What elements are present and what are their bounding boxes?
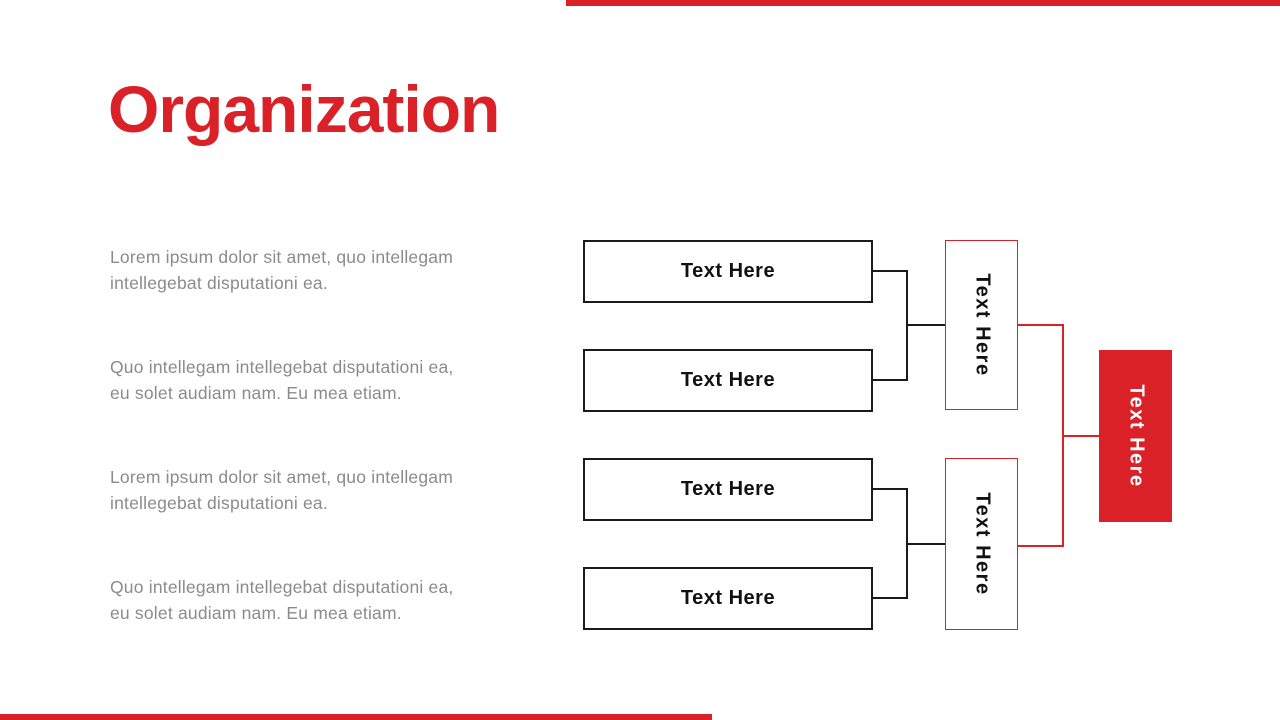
connector-bracket1-mid (906, 324, 945, 326)
org-node-level1-2: Text Here (583, 349, 873, 412)
org-node-level1-3: Text Here (583, 458, 873, 521)
body-paragraph-1: Lorem ipsum dolor sit amet, quo intelleg… (110, 244, 570, 296)
connector-root-stub (1062, 435, 1099, 437)
connector-level2a-stub (1018, 324, 1064, 326)
paragraph-line: Lorem ipsum dolor sit amet, quo intelleg… (110, 467, 454, 487)
body-paragraph-4: Quo intellegam intellegebat disputationi… (110, 574, 570, 626)
org-node-label: Text Here (680, 587, 776, 609)
paragraph-line: Quo intellegam intellegebat disputationi… (110, 357, 454, 377)
org-node-label: Text Here (971, 492, 993, 596)
org-node-label: Text Here (971, 273, 993, 377)
paragraph-line: eu solet audiam nam. Eu mea etiam. (110, 603, 402, 623)
connector-box1-stub (873, 270, 908, 272)
org-node-label: Text Here (680, 260, 776, 282)
paragraph-line: Lorem ipsum dolor sit amet, quo intelleg… (110, 247, 454, 267)
connector-level2b-stub (1018, 545, 1064, 547)
paragraph-line: eu solet audiam nam. Eu mea etiam. (110, 383, 402, 403)
org-node-level2-1: Text Here (945, 240, 1018, 410)
org-node-level1-1: Text Here (583, 240, 873, 303)
connector-bracket2-mid (906, 543, 945, 545)
org-node-label: Text Here (680, 369, 776, 391)
paragraph-line: intellegebat disputationi ea. (110, 273, 328, 293)
connector-box4-stub (873, 597, 908, 599)
connector-box3-stub (873, 488, 908, 490)
connector-box2-stub (873, 379, 908, 381)
org-node-label: Text Here (1125, 384, 1147, 488)
org-node-label: Text Here (680, 478, 776, 500)
paragraph-line: intellegebat disputationi ea. (110, 493, 328, 513)
org-node-level2-2: Text Here (945, 458, 1018, 630)
org-node-level3-root: Text Here (1099, 350, 1172, 522)
top-accent-bar (566, 0, 1280, 6)
page-title: Organization (108, 72, 500, 146)
paragraph-line: Quo intellegam intellegebat disputationi… (110, 577, 454, 597)
body-paragraph-2: Quo intellegam intellegebat disputationi… (110, 354, 570, 406)
bottom-accent-bar (0, 714, 712, 720)
org-node-level1-4: Text Here (583, 567, 873, 630)
body-paragraph-3: Lorem ipsum dolor sit amet, quo intelleg… (110, 464, 570, 516)
